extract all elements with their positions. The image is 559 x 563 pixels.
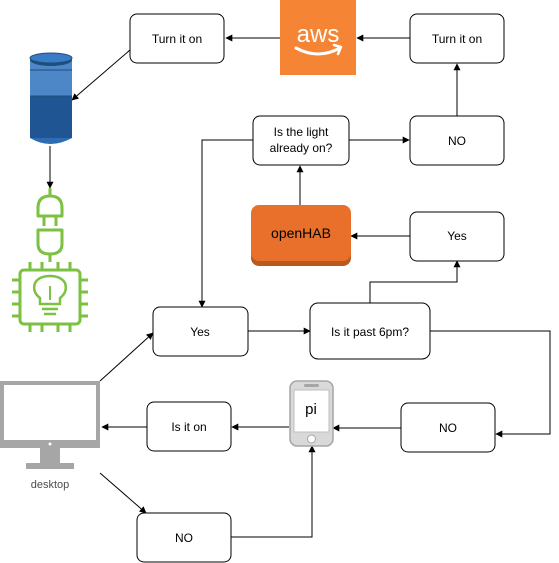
node-label: Yes xyxy=(447,229,467,243)
smart-bulb-icon xyxy=(12,262,88,332)
node-label: openHAB xyxy=(271,225,331,241)
edge-lightcheck-to-yes-left xyxy=(198,139,253,308)
smart-speaker-icon xyxy=(29,52,73,144)
node-label: NO xyxy=(448,134,466,148)
node-turn-on-left: Turn it on xyxy=(129,13,225,64)
node-no-bottom: NO xyxy=(136,512,232,563)
node-label: Turn it on xyxy=(152,32,202,46)
edge-turnon-left-to-speaker xyxy=(71,49,131,101)
node-yes-left: Yes xyxy=(152,306,249,357)
node-label: Turn it on xyxy=(432,32,482,46)
node-no-mid: NO xyxy=(400,402,496,453)
desktop-label: desktop xyxy=(31,479,70,491)
edge-past6pm-to-yes-right xyxy=(369,260,461,303)
node-label-line2: already on? xyxy=(270,141,333,155)
edge-desktop-to-yes-left xyxy=(99,332,154,382)
edge-past6pm-to-no-mid xyxy=(430,330,551,438)
openhab-node: openHAB xyxy=(251,205,351,266)
connectors xyxy=(46,34,551,538)
plug-icon xyxy=(36,188,64,262)
node-is-it-on: Is it on xyxy=(146,401,232,452)
phone-icon: pi xyxy=(289,380,334,447)
node-label: NO xyxy=(175,531,193,545)
node-label: NO xyxy=(439,421,457,435)
node-label-line1: Is the light xyxy=(274,125,329,139)
node-turn-on-right: Turn it on xyxy=(409,13,505,64)
node-label: Yes xyxy=(190,325,210,339)
node-label: Is it past 6pm? xyxy=(331,325,409,339)
phone-label: pi xyxy=(305,401,317,418)
edge-no-bottom-to-pi xyxy=(231,445,316,538)
node-light-check: Is the light already on? xyxy=(252,115,350,166)
node-past-6pm: Is it past 6pm? xyxy=(309,302,431,360)
aws-logo-text: aws xyxy=(297,21,340,48)
edge-desktop-to-no-bottom xyxy=(99,472,147,514)
aws-logo-icon: aws xyxy=(280,0,356,75)
node-yes-right: Yes xyxy=(409,211,505,262)
node-no-top: NO xyxy=(409,115,505,166)
node-label: Is it on xyxy=(171,420,206,434)
desktop-monitor-icon xyxy=(0,381,100,469)
